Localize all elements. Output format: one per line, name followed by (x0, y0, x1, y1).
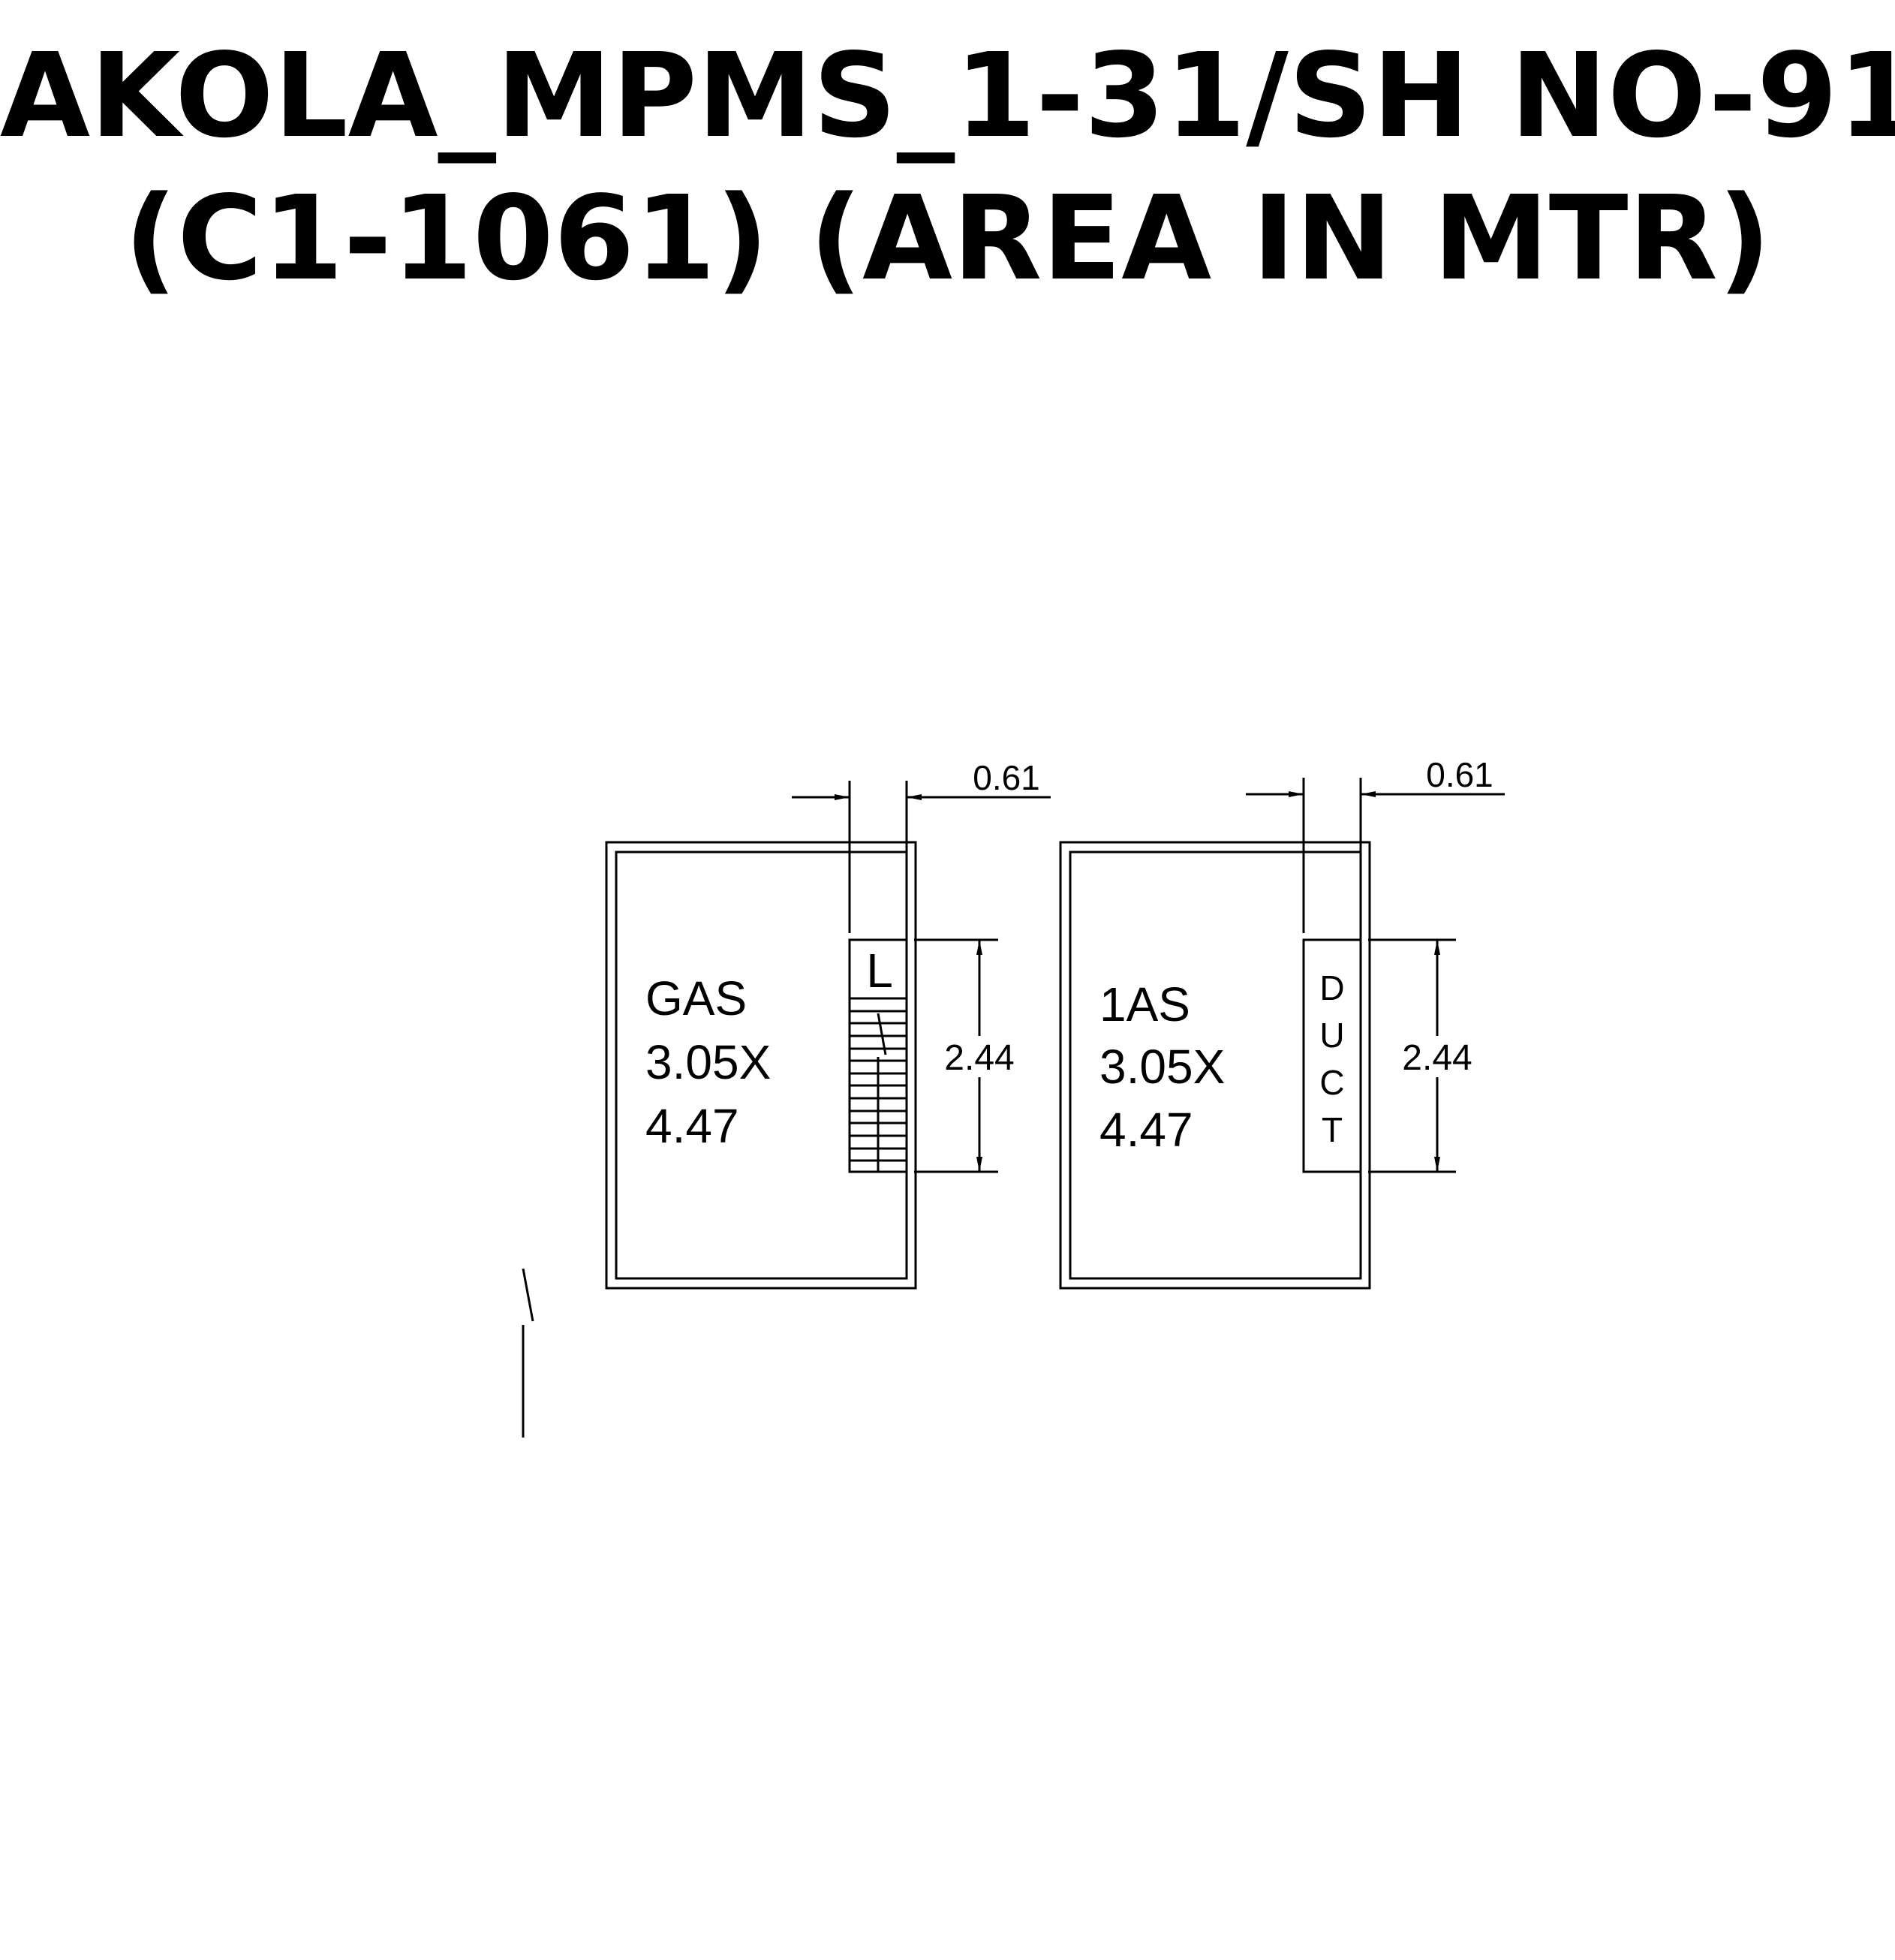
stray-lines (522, 1268, 534, 1438)
duct-letter-d: D (1319, 968, 1344, 1007)
room-1as-top-dimension (1246, 778, 1505, 933)
room-gas-size-line-1: 3.05X (645, 1035, 771, 1089)
duct-letter-t: T (1322, 1110, 1343, 1149)
duct (1302, 938, 1362, 1173)
room-gas-outer-wall (605, 841, 917, 1290)
drawing-title-line-2: (C1-1061) (AREA IN MTR) (124, 170, 1771, 306)
staircase-lift-label: L (866, 944, 893, 998)
room-gas-top-dimension (792, 781, 1051, 933)
room-gas-side-dimension (914, 938, 998, 1173)
room-gas-size-line-2: 4.47 (645, 1099, 739, 1153)
room-1as-top-dimension-label: 0.61 (1426, 755, 1493, 794)
room-gas-top-dimension-label: 0.61 (973, 758, 1040, 797)
duct-letter-c: C (1319, 1063, 1344, 1102)
drawing-title-line-1: AKOLA_MPMS_1-31/SH NO-91 (0, 28, 1895, 164)
staircase (848, 938, 908, 1173)
room-1as-side-dimension (1368, 938, 1456, 1173)
duct-letter-u: U (1319, 1016, 1344, 1055)
room-1as-name: 1AS (1099, 977, 1190, 1031)
room-1as-size-line-2: 4.47 (1099, 1103, 1193, 1157)
room-1as-size-line-1: 3.05X (1099, 1040, 1225, 1094)
room-gas-side-dimension-label: 2.44 (944, 1038, 1014, 1078)
room-1as-outer-wall (1059, 841, 1371, 1290)
room-gas-name: GAS (645, 971, 747, 1025)
room-1as-side-dimension-label: 2.44 (1402, 1038, 1472, 1078)
